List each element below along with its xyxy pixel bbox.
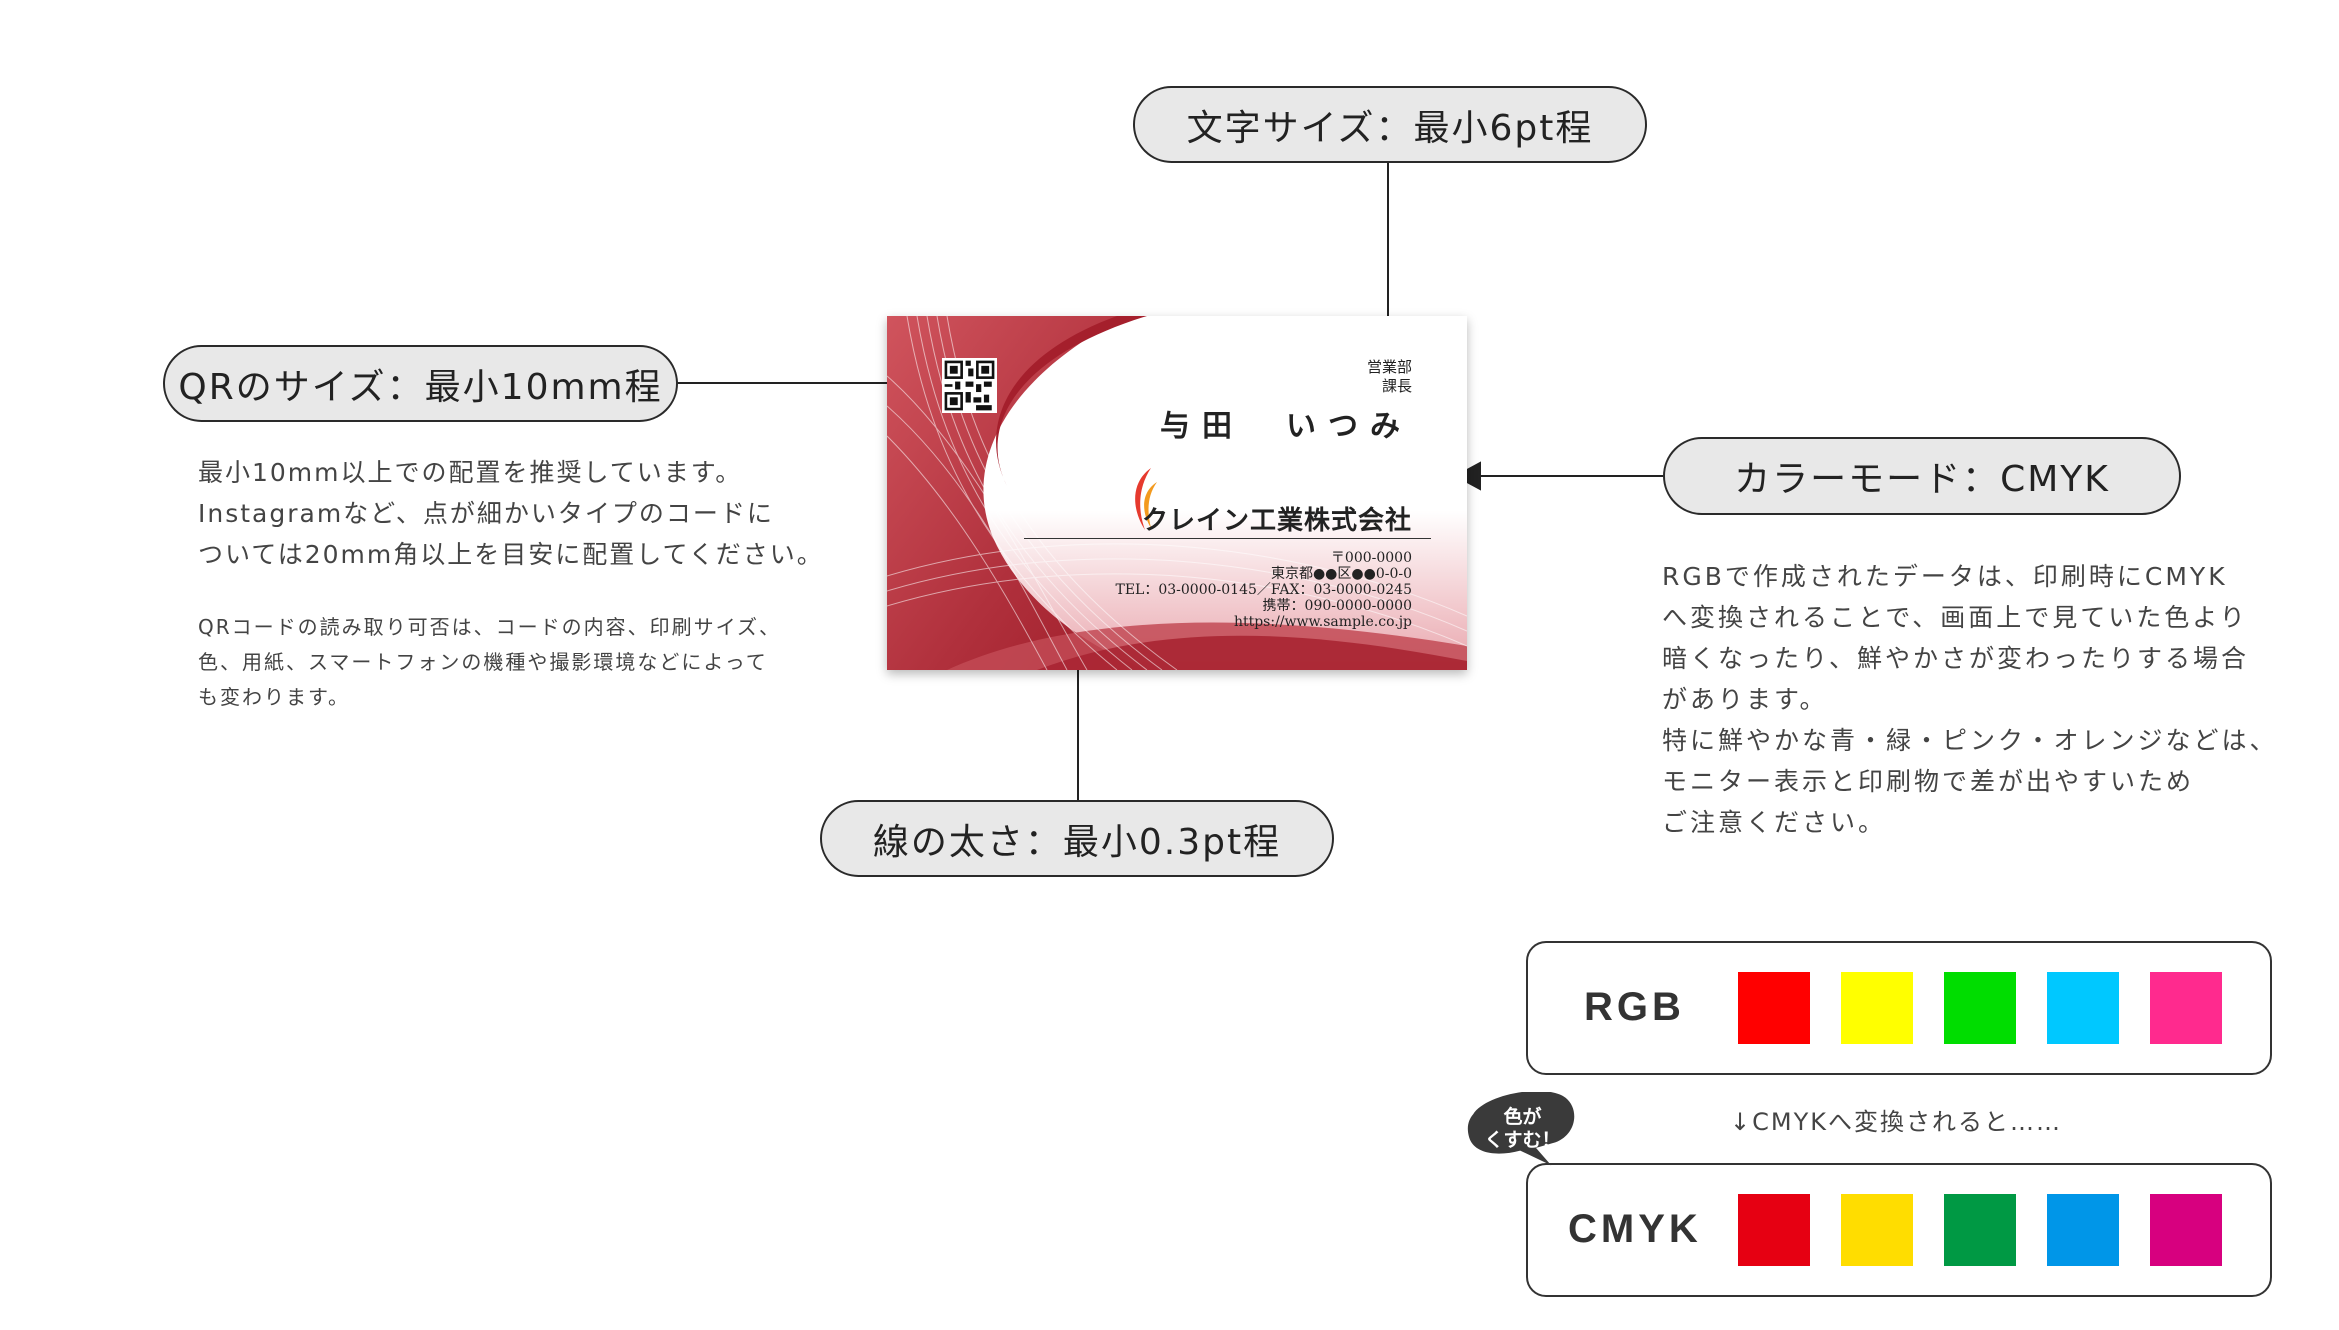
card-address-block: 〒000-0000 東京都●●区●●0-0-0 TEL：03-0000-0145… xyxy=(1116,550,1413,630)
card-department: 営業部 課長 xyxy=(1367,358,1412,396)
card-address-line: https://www.sample.co.jp xyxy=(1233,614,1412,630)
qr-size-callout: QRのサイズ：最小10mm程 xyxy=(163,345,678,422)
bubble-line: くすむ！ xyxy=(1484,1129,1561,1151)
cmyk-swatch xyxy=(1738,1194,1810,1266)
rgb-swatch xyxy=(1738,972,1810,1044)
cmyk-swatch-box: CMYK xyxy=(1526,1163,2272,1297)
cmyk-swatch xyxy=(1841,1194,1913,1266)
line-width-callout: 線の太さ：最小0.3pt程 xyxy=(820,800,1334,877)
company-logo-icon xyxy=(1135,468,1157,530)
cmyk-swatch xyxy=(1944,1194,2016,1266)
qr-note: 最小10mm以上での配置を推奨しています。 Instagramなど、点が細かいタ… xyxy=(198,452,824,575)
qr-note-small-line: も変わります。 xyxy=(198,685,350,709)
business-card-sample: 営業部 課長 与田 いつみ クレイン工業株式会社 〒000-0000 東京都●●… xyxy=(887,316,1467,670)
qr-note-small: QRコードの読み取り可否は、コードの内容、印刷サイズ、 色、用紙、スマートフォン… xyxy=(198,610,781,715)
card-person-name: 与田 いつみ xyxy=(1160,409,1412,444)
conversion-label: ↓CMYKへ変換されると…… xyxy=(1730,1108,2062,1136)
card-divider-line xyxy=(1024,538,1431,539)
cmyk-note: RGBで作成されたデータは、印刷時にCMYK へ変換されることで、画面上で見てい… xyxy=(1662,556,2278,843)
rgb-swatch xyxy=(2150,972,2222,1044)
card-title-text: 課長 xyxy=(1381,377,1412,395)
rgb-label: RGB xyxy=(1584,985,1685,1029)
rgb-swatch xyxy=(2047,972,2119,1044)
card-address-line: 〒000-0000 xyxy=(1330,550,1412,566)
cmyk-note-line: 暗くなったり、鮮やかさが変わったりする場合 xyxy=(1662,644,2250,673)
cmyk-note-line: があります。 xyxy=(1662,685,1828,714)
qr-note-line: Instagramなど、点が細かいタイプのコードに xyxy=(198,499,774,528)
card-address-line: 携帯：090-0000-0000 xyxy=(1262,598,1412,614)
font-size-callout: 文字サイズ：最小6pt程 xyxy=(1133,86,1647,163)
qr-note-line: 最小10mm以上での配置を推奨しています。 xyxy=(198,458,743,487)
card-company-name: クレイン工業株式会社 xyxy=(1141,506,1412,536)
color-mode-callout: カラーモード：CMYK xyxy=(1663,437,2181,515)
dull-color-speech-bubble: 色が くすむ！ xyxy=(1465,1092,1580,1174)
cmyk-label: CMYK xyxy=(1568,1207,1702,1251)
cmyk-note-line: 特に鮮やかな青・緑・ピンク・オレンジなどは、 xyxy=(1662,726,2278,755)
qr-note-line: ついては20mm角以上を目安に配置してください。 xyxy=(198,540,824,569)
qr-code-icon xyxy=(942,358,997,413)
bubble-line: 色が xyxy=(1503,1106,1542,1128)
cmyk-swatch xyxy=(2150,1194,2222,1266)
cmyk-note-line: モニター表示と印刷物で差が出やすいため xyxy=(1662,767,2195,796)
qr-note-small-line: 色、用紙、スマートフォンの機種や撮影環境などによって xyxy=(198,650,768,674)
card-address-line: 東京都●●区●●0-0-0 xyxy=(1270,566,1412,582)
rgb-swatch xyxy=(1944,972,2016,1044)
cmyk-note-line: へ変換されることで、画面上で見ていた色より xyxy=(1662,603,2248,632)
rgb-swatch-box: RGB xyxy=(1526,941,2272,1075)
qr-note-small-line: QRコードの読み取り可否は、コードの内容、印刷サイズ、 xyxy=(198,615,782,639)
cmyk-note-line: RGBで作成されたデータは、印刷時にCMYK xyxy=(1662,562,2228,591)
color-mode-arrow-head xyxy=(1453,461,1481,491)
card-dept-text: 営業部 xyxy=(1366,358,1412,376)
card-background xyxy=(887,316,1467,670)
rgb-swatch xyxy=(1841,972,1913,1044)
cmyk-swatch xyxy=(2047,1194,2119,1266)
card-address-line: TEL：03-0000-0145／FAX：03-0000-0245 xyxy=(1115,582,1413,598)
cmyk-note-line: ご注意ください。 xyxy=(1662,808,1887,837)
